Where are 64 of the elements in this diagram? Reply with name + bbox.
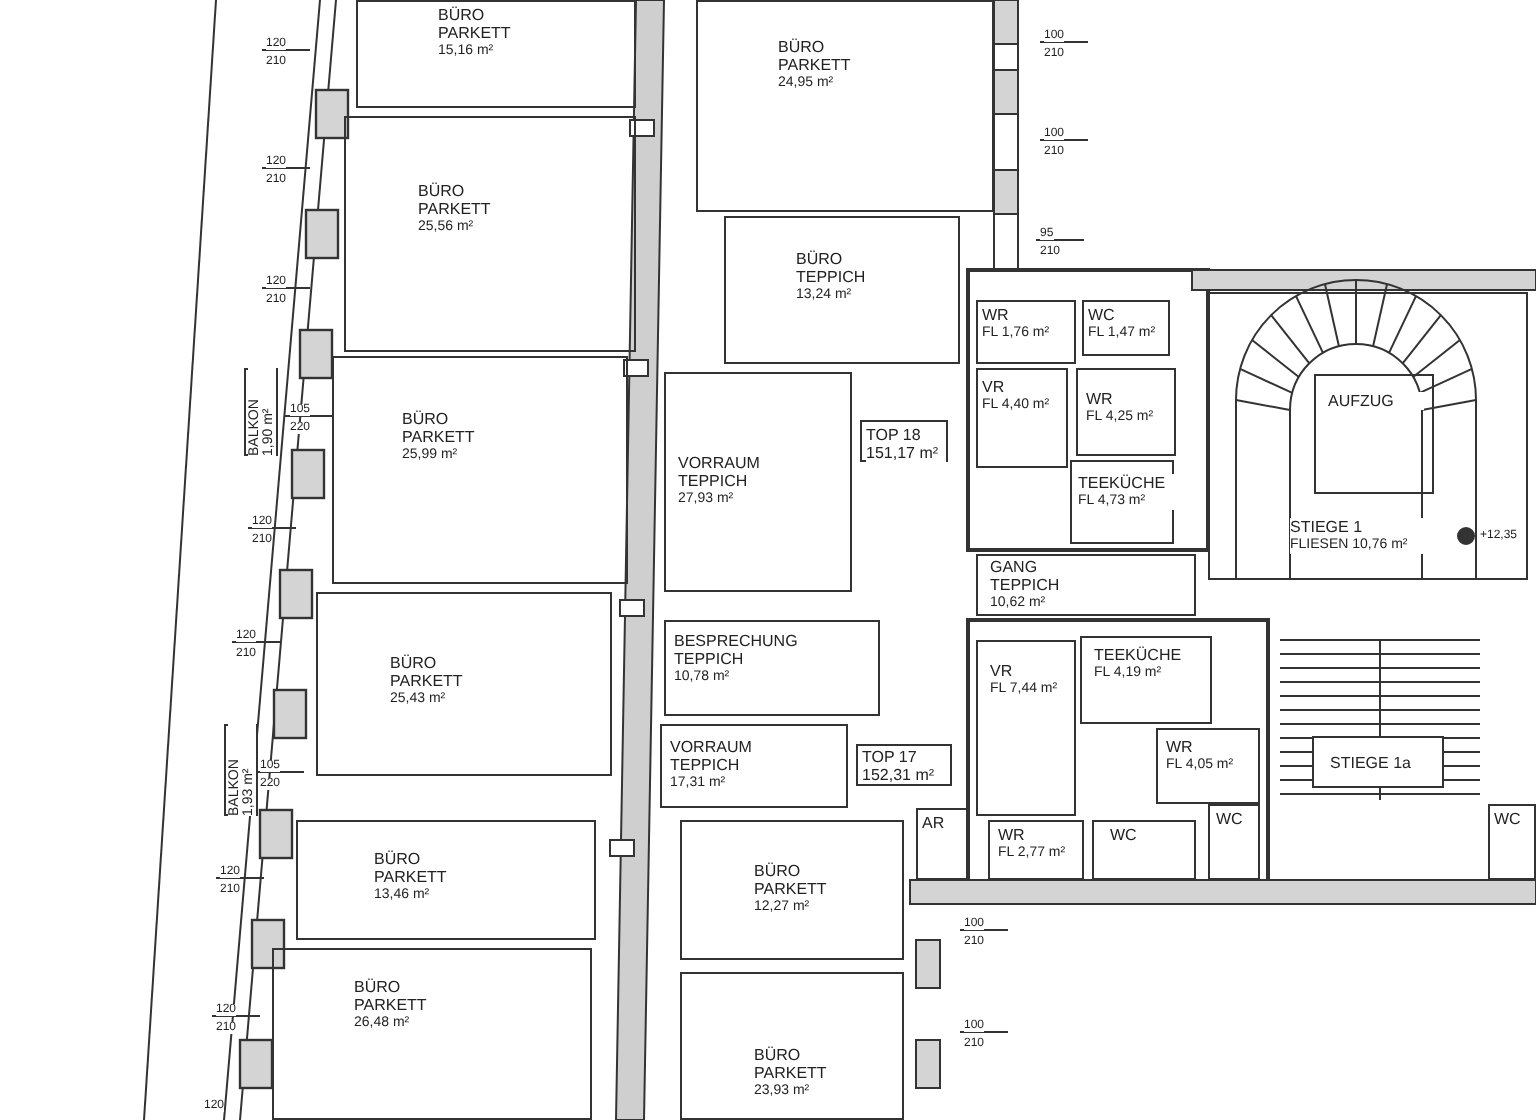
- room-name: AR: [922, 814, 947, 832]
- room-name: AUFZUG: [1328, 392, 1396, 410]
- room-name: TOP 18 151,17 m²: [866, 426, 941, 462]
- room-name: BÜRO PARKETT: [354, 978, 429, 1014]
- room-name: BÜRO PARKETT: [438, 6, 513, 42]
- room: [332, 356, 628, 584]
- room: [988, 820, 1084, 880]
- room-name: WC: [1216, 810, 1245, 828]
- room-name: BESPRECHUNG TEPPICH: [674, 632, 800, 668]
- room: [976, 368, 1068, 468]
- room-name: WR: [1166, 738, 1195, 756]
- room: [1208, 292, 1528, 580]
- room-name: WC: [1110, 826, 1139, 844]
- room-name: STIEGE 1a: [1330, 754, 1413, 772]
- room-name: BÜRO PARKETT: [390, 654, 465, 690]
- unit-label-box: [856, 744, 952, 786]
- room-name: TEEKÜCHE: [1094, 646, 1184, 664]
- room-name: GANG TEPPICH: [990, 558, 1062, 594]
- room-name: VORRAUM TEPPICH: [678, 454, 762, 490]
- room: [356, 0, 636, 108]
- room-name: BÜRO PARKETT: [778, 38, 853, 74]
- room: [1092, 820, 1196, 880]
- room: [1488, 804, 1536, 880]
- room-name: TOP 17 152,31 m²: [862, 748, 937, 784]
- room-name: VR: [990, 662, 1015, 680]
- room-name: BÜRO PARKETT: [402, 410, 477, 446]
- room-name: WC: [1088, 306, 1117, 324]
- room-name: WR: [998, 826, 1027, 844]
- room-name: VR: [982, 378, 1007, 396]
- room: [976, 300, 1076, 364]
- room: [1208, 804, 1260, 880]
- room: [1070, 460, 1174, 544]
- room-name: TEEKÜCHE: [1078, 474, 1168, 492]
- room: [296, 820, 596, 940]
- room: [724, 216, 960, 364]
- unit-label-box: [860, 420, 948, 462]
- room: [1082, 300, 1170, 356]
- room: [976, 640, 1076, 816]
- room: [344, 116, 636, 352]
- room-name: BÜRO PARKETT: [374, 850, 449, 886]
- room: [1080, 636, 1212, 724]
- room: [664, 372, 852, 592]
- room: [664, 620, 880, 716]
- room: [680, 820, 904, 960]
- room-name: BÜRO PARKETT: [754, 862, 829, 898]
- room: [1076, 368, 1176, 456]
- room: [316, 592, 612, 776]
- room-name: BÜRO TEPPICH: [796, 250, 868, 286]
- room-name: BÜRO PARKETT: [418, 182, 493, 218]
- room-name: WR: [1086, 390, 1115, 408]
- room: [916, 808, 968, 880]
- room: [976, 554, 1196, 616]
- room: [272, 948, 592, 1120]
- room-name: BÜRO PARKETT: [754, 1046, 829, 1082]
- room-name: WC: [1494, 810, 1523, 828]
- room-name: STIEGE 1: [1290, 518, 1365, 536]
- room-name: VORRAUM TEPPICH: [670, 738, 754, 774]
- room-name: WR: [982, 306, 1011, 324]
- room: [1156, 728, 1260, 804]
- room: [696, 0, 994, 212]
- room: [1312, 736, 1444, 788]
- room: [680, 972, 904, 1120]
- room: [1314, 374, 1434, 494]
- room: [660, 724, 848, 808]
